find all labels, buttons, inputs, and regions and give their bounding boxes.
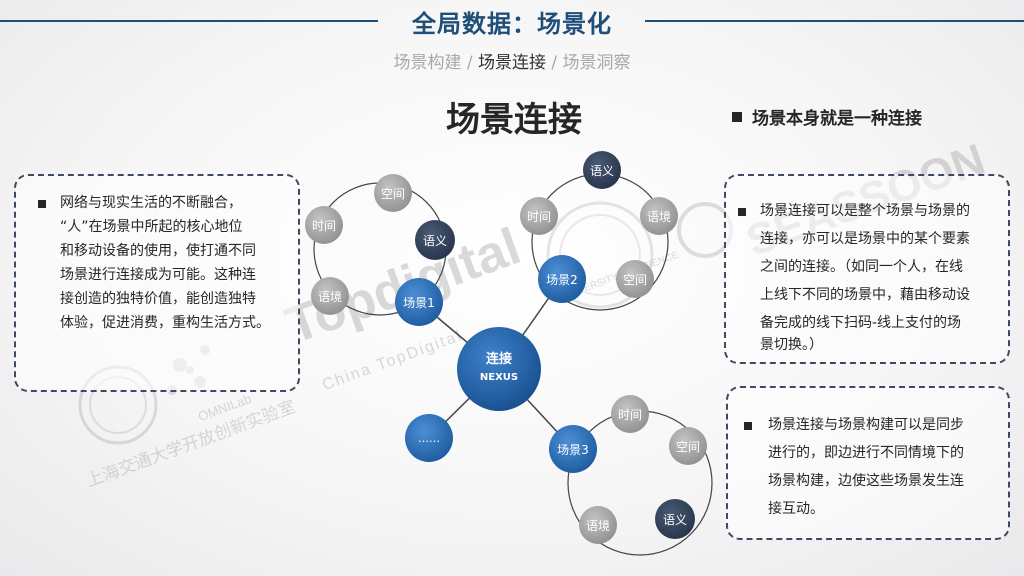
scene3-node-context[interactable]: 语境	[579, 506, 617, 544]
scene2-node-time[interactable]: 时间	[520, 197, 558, 235]
scene3-node-semantic[interactable]: 语义	[655, 499, 695, 539]
left-text-line: 和移动设备的使用，使打通不同	[60, 243, 256, 259]
svg-text:……: ……	[418, 432, 440, 445]
right-text-line: 场景连接与场景构建可以是同步	[768, 417, 964, 433]
scene1-node-time[interactable]: 时间	[305, 206, 343, 244]
scene2-node-space[interactable]: 空间	[616, 260, 654, 298]
center-nexus-node[interactable]: 连接 NEXUS	[457, 327, 541, 411]
breadcrumb-separator: /	[546, 53, 563, 73]
svg-text:空间: 空间	[676, 440, 700, 454]
right-text-line: 场景连接可以是整个场景与场景的	[760, 203, 970, 219]
more-node[interactable]: ……	[405, 414, 453, 462]
right-text-line: 备完成的线下扫码-线上支付的场	[760, 315, 962, 331]
svg-text:场景3: 场景3	[557, 443, 589, 457]
left-text-line: 网络与现实生活的不断融合，	[60, 195, 242, 211]
breadcrumb: 场景构建 / 场景连接 / 场景洞察	[0, 48, 1024, 73]
right-text-box-2: 场景连接与场景构建可以是同步 进行的，即边进行不同情境下的 场景构建，边使这些场…	[726, 386, 1010, 540]
svg-text:语境: 语境	[647, 209, 671, 224]
right-text-line: 之间的连接。（如同一个人，在线	[760, 259, 963, 275]
right-text-line: 上线下不同的场景中，藉由移动设	[760, 287, 970, 303]
square-bullet-icon	[38, 200, 46, 208]
scene2-node-context[interactable]: 语境	[640, 197, 678, 235]
breadcrumb-item-connect[interactable]: 场景连接	[478, 53, 546, 73]
svg-text:NEXUS: NEXUS	[480, 372, 518, 383]
svg-text:时间: 时间	[312, 219, 336, 233]
header-line-right	[645, 20, 1024, 22]
scene1-node-space[interactable]: 空间	[374, 174, 412, 212]
right-text-line: 场景构建，边使这些场景发生连	[768, 473, 964, 489]
breadcrumb-item-insight[interactable]: 场景洞察	[562, 53, 631, 73]
right-text-line: 接互动。	[768, 501, 824, 517]
svg-text:时间: 时间	[527, 210, 551, 224]
svg-text:场景1: 场景1	[403, 296, 435, 310]
header-line-left	[0, 20, 378, 22]
svg-text:语境: 语境	[318, 289, 342, 304]
right-text-line: 进行的，即边进行不同情境下的	[768, 445, 964, 461]
scene2-node[interactable]: 场景2	[538, 255, 586, 303]
breadcrumb-item-build[interactable]: 场景构建	[393, 53, 462, 73]
left-text-line: 体验，促进消费，重构生活方式。	[60, 315, 270, 331]
svg-text:语境: 语境	[586, 518, 610, 533]
scene3-node-time[interactable]: 时间	[611, 395, 649, 433]
scene2-node-semantic[interactable]: 语义	[583, 151, 621, 189]
svg-text:连接: 连接	[486, 351, 512, 367]
left-text-line: “人”在场景中所起的核心地位	[60, 219, 243, 235]
square-bullet-icon	[738, 208, 746, 216]
svg-text:语义: 语义	[423, 234, 447, 248]
left-text-line: 场景进行连接成为可能。这种连	[60, 267, 256, 283]
scene3-node[interactable]: 场景3	[549, 425, 597, 473]
left-text-line: 接创造的独特价值，能创造独特	[60, 291, 256, 307]
svg-text:语义: 语义	[590, 164, 614, 178]
svg-text:场景2: 场景2	[546, 273, 578, 287]
page-title: 全局数据：场景化	[412, 10, 612, 38]
svg-text:空间: 空间	[381, 187, 405, 201]
left-text-box: 网络与现实生活的不断融合， “人”在场景中所起的核心地位 和移动设备的使用，使打…	[14, 174, 300, 392]
svg-text:空间: 空间	[623, 273, 647, 287]
scene3-node-space[interactable]: 空间	[669, 427, 707, 465]
section-title: 场景连接	[446, 100, 582, 140]
side-heading: 场景本身就是一种连接	[732, 104, 922, 129]
svg-text:时间: 时间	[618, 408, 642, 422]
scene1-node[interactable]: 场景1	[395, 278, 443, 326]
svg-text:语义: 语义	[663, 513, 687, 527]
scene1-node-context[interactable]: 语境	[311, 277, 349, 315]
breadcrumb-separator: /	[461, 53, 478, 73]
scene1-node-semantic[interactable]: 语义	[415, 220, 455, 260]
right-text-line: 连接，亦可以是场景中的某个要素	[760, 231, 970, 247]
square-bullet-icon	[732, 112, 742, 122]
right-text-line: 景切换。）	[760, 337, 823, 353]
square-bullet-icon	[744, 422, 752, 430]
right-text-box-1: 场景连接可以是整个场景与场景的 连接，亦可以是场景中的某个要素 之间的连接。（如…	[724, 174, 1010, 364]
